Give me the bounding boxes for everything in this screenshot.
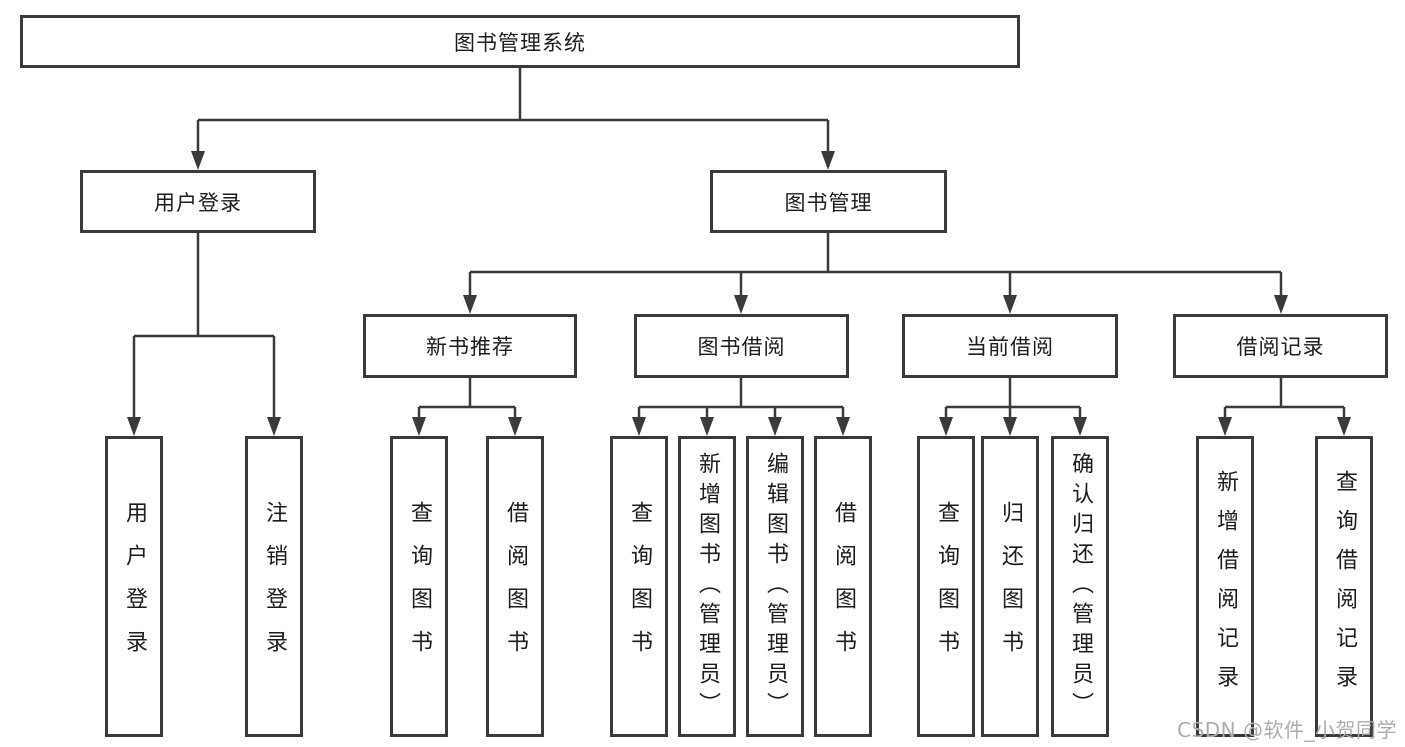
- leaf-query-borrow-record: 查询借阅记录: [1315, 436, 1373, 737]
- leaf-confirm-return-admin-label: 确认归还（管理员）: [1068, 451, 1093, 722]
- leaf-return-books-label: 归还图书: [998, 500, 1023, 673]
- node-new-book-recommend: 新书推荐: [363, 314, 577, 378]
- edge-book-management-children: [468, 233, 1283, 298]
- leaf-edit-books-admin-label: 编辑图书（管理员）: [763, 451, 788, 722]
- leaf-query-borrow-record-label: 查询借阅记录: [1332, 469, 1357, 704]
- leaf-borrow-books: 借阅图书: [814, 436, 872, 737]
- edge-book-borrow-children: [637, 378, 845, 421]
- node-book-borrow-label: 图书借阅: [697, 335, 786, 359]
- node-current-borrow-label: 当前借阅: [966, 335, 1054, 359]
- csdn-watermark: CSDN @软件_小贺同学: [1177, 718, 1397, 742]
- leaf-query-books-borrow-label: 查询图书: [627, 500, 652, 673]
- edge-current-borrow-children: [944, 378, 1082, 421]
- leaf-query-books-recommend-label: 查询图书: [407, 500, 432, 673]
- node-root-library-system: 图书管理系统: [20, 15, 1020, 68]
- node-user-login: 用户登录: [80, 170, 316, 233]
- leaf-borrow-books-label: 借阅图书: [831, 500, 856, 673]
- leaf-logout: 注销登录: [245, 436, 303, 737]
- leaf-borrow-books-recommend: 借阅图书: [486, 436, 544, 737]
- edge-borrow-records-children: [1223, 378, 1346, 421]
- edge-new-book-recommend-children: [417, 378, 517, 421]
- node-borrow-records: 借阅记录: [1173, 314, 1388, 378]
- leaf-confirm-return-admin: 确认归还（管理员）: [1051, 436, 1109, 737]
- leaf-add-borrow-record-label: 新增借阅记录: [1213, 469, 1238, 704]
- node-book-management: 图书管理: [710, 170, 947, 233]
- leaf-borrow-books-recommend-label: 借阅图书: [503, 500, 528, 673]
- leaf-logout-label: 注销登录: [262, 500, 287, 673]
- leaf-return-books: 归还图书: [981, 436, 1039, 737]
- leaf-add-books-admin: 新增图书（管理员）: [678, 436, 736, 737]
- node-current-borrow: 当前借阅: [902, 314, 1118, 378]
- edge-user-login-children: [132, 233, 276, 420]
- leaf-query-books-borrow: 查询图书: [610, 436, 668, 737]
- edge-root-to-level2: [196, 68, 830, 154]
- leaf-query-books-recommend: 查询图书: [390, 436, 448, 737]
- node-user-login-label: 用户登录: [154, 190, 242, 215]
- node-borrow-records-label: 借阅记录: [1236, 335, 1325, 359]
- leaf-query-books-current: 查询图书: [917, 436, 975, 737]
- node-book-management-label: 图书管理: [784, 190, 873, 215]
- node-new-book-recommend-label: 新书推荐: [426, 335, 514, 359]
- leaf-edit-books-admin: 编辑图书（管理员）: [746, 436, 804, 737]
- node-root-label: 图书管理系统: [454, 30, 586, 55]
- leaf-query-books-current-label: 查询图书: [934, 500, 959, 673]
- leaf-user-login: 用户登录: [105, 436, 163, 737]
- leaf-add-borrow-record: 新增借阅记录: [1196, 436, 1254, 737]
- arrowheads: [127, 151, 1351, 436]
- leaf-user-login-label: 用户登录: [122, 500, 147, 673]
- leaf-add-books-admin-label: 新增图书（管理员）: [695, 451, 720, 722]
- node-book-borrow: 图书借阅: [634, 314, 849, 378]
